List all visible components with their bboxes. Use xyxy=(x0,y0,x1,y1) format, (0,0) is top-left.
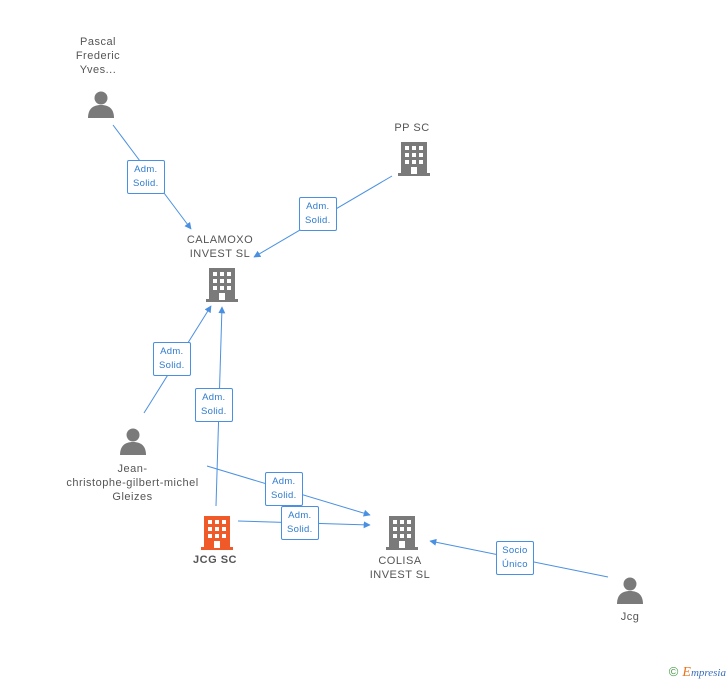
building-icon[interactable] xyxy=(386,514,418,550)
node-label-jean: Jean- christophe-gilbert-michel Gleizes xyxy=(66,463,199,503)
edge-label-jcg-calamoxo[interactable]: Adm. Solid. xyxy=(195,388,233,422)
node-label-jcg: JCG SC xyxy=(193,554,237,566)
node-label-calamoxo: CALAMOXO INVEST SL xyxy=(186,234,254,260)
person-icon[interactable] xyxy=(119,427,147,455)
copyright-symbol: © xyxy=(668,664,679,679)
node-label-pascal: Pascal Frederic Yves... xyxy=(75,36,121,76)
edge-label-jean-colisa[interactable]: Adm. Solid. xyxy=(265,472,303,506)
brand-initial: E xyxy=(682,665,691,680)
edge-label-pascal-calamoxo[interactable]: Adm. Solid. xyxy=(127,160,165,194)
edge-label-jcgperson-colisa[interactable]: Socio Único xyxy=(496,541,534,575)
node-label-jcgperson: Jcg xyxy=(620,611,640,623)
node-label-colisa: COLISA INVEST SL xyxy=(369,555,431,581)
node-label-ppsc: PP SC xyxy=(394,122,430,134)
edge-label-ppsc-calamoxo[interactable]: Adm. Solid. xyxy=(299,197,337,231)
brand-name: mpresia xyxy=(690,667,726,679)
building-icon[interactable] xyxy=(201,514,233,550)
edge-label-jean-calamoxo[interactable]: Adm. Solid. xyxy=(153,342,191,376)
building-icon[interactable] xyxy=(206,266,238,302)
person-icon[interactable] xyxy=(616,576,644,604)
brand-logo: Empresia xyxy=(682,665,726,680)
brand-footer: ©Empresia xyxy=(669,664,726,681)
edge-label-jcg-colisa[interactable]: Adm. Solid. xyxy=(281,506,319,540)
person-icon[interactable] xyxy=(87,90,115,118)
building-icon[interactable] xyxy=(398,140,430,176)
